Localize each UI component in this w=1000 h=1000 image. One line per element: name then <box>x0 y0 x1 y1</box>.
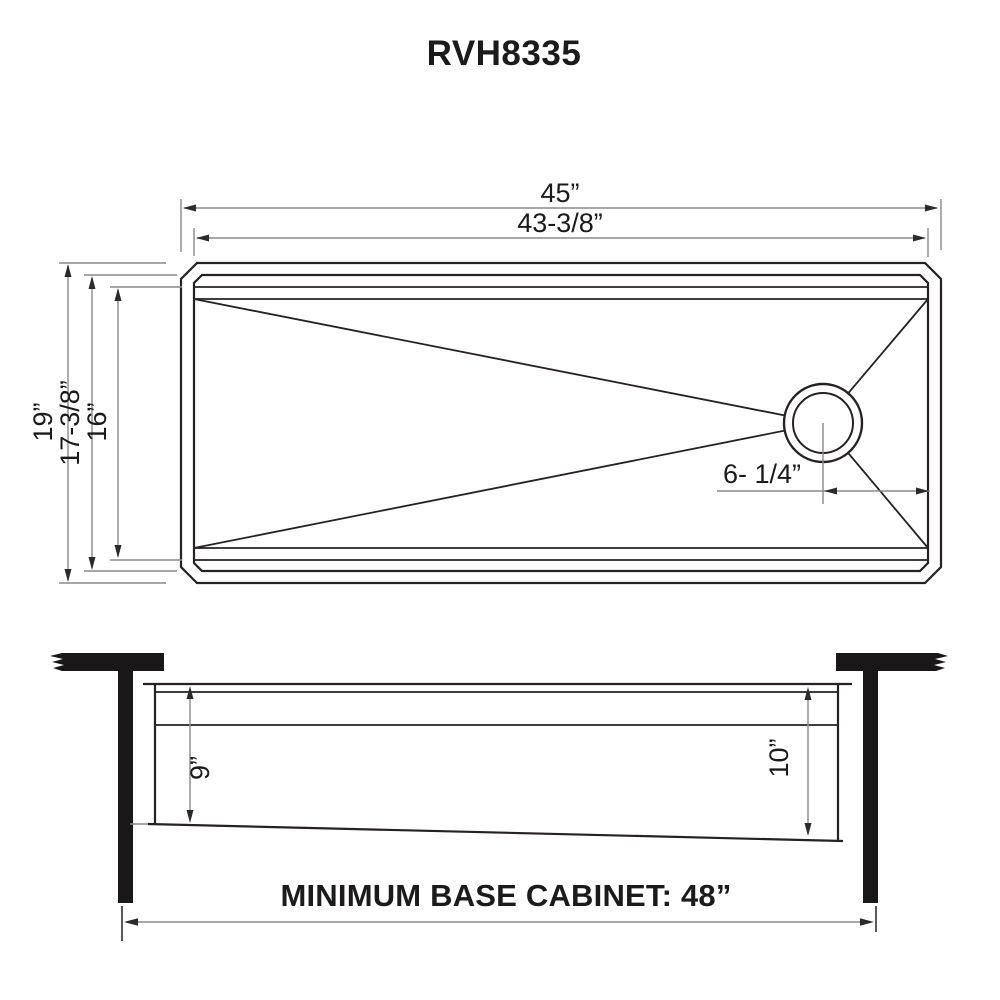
arrowhead-left <box>183 204 196 212</box>
arrowhead-left <box>196 234 209 242</box>
drain-offset-label: 6- 1/4” <box>723 459 801 489</box>
dimension-section-depth-right: 10” <box>764 687 812 836</box>
section-depth-right-label: 10” <box>764 738 794 777</box>
inner-width-label: 43-3/8” <box>517 208 603 238</box>
minimum-base-cabinet-note: MINIMUM BASE CABINET: 48” <box>280 878 731 913</box>
arrowhead-down <box>804 823 812 836</box>
bowl-depth-label: 16” <box>82 402 112 441</box>
dimension-inner-depth: 17-3/8” <box>55 274 177 572</box>
arrowhead-up <box>186 686 194 699</box>
sink-outer-rim <box>179 261 943 585</box>
arrowhead-up <box>114 288 122 301</box>
top-view <box>179 261 943 585</box>
section-view <box>50 653 948 903</box>
arrowhead-right <box>913 234 926 242</box>
arrowhead-right <box>916 487 929 495</box>
overall-width-label: 45” <box>540 178 579 208</box>
dimension-overall-depth: 19” <box>28 262 166 584</box>
dimension-section-depth-left: 9” <box>185 686 215 823</box>
dimension-bowl-depth: 16” <box>82 286 182 561</box>
countertop-right <box>836 653 948 671</box>
sink-inner-rim <box>192 273 930 573</box>
arrowhead-down <box>88 557 96 570</box>
arrowhead-up <box>88 276 96 289</box>
countertop-left <box>50 653 164 671</box>
arrowhead-right <box>860 918 874 926</box>
section-bottom-sloped <box>147 822 844 843</box>
slope-line-bottom-left <box>193 422 824 549</box>
dimension-cabinet-width: MINIMUM BASE CABINET: 48” <box>121 878 877 941</box>
arrowhead-down <box>186 810 194 823</box>
section-depth-left-label: 9” <box>185 756 215 780</box>
arrowhead-down <box>64 569 72 582</box>
arrowhead-up <box>64 264 72 277</box>
arrowhead-left <box>124 918 138 926</box>
dimension-inner-width: 43-3/8” <box>193 208 929 257</box>
dimension-overall-width: 45” <box>180 178 942 252</box>
arrowhead-right <box>925 204 938 212</box>
dimension-drain-offset: 6- 1/4” <box>717 459 930 495</box>
arrowhead-up <box>804 687 812 700</box>
cabinet-wall-right <box>863 671 878 903</box>
inner-depth-label: 17-3/8” <box>55 380 85 466</box>
arrowhead-left <box>824 487 837 495</box>
cabinet-wall-left <box>118 671 133 903</box>
slope-line-top-left <box>193 298 824 424</box>
model-number-title: RVH8335 <box>427 34 582 73</box>
overall-depth-label: 19” <box>28 402 58 441</box>
arrowhead-down <box>114 545 122 558</box>
